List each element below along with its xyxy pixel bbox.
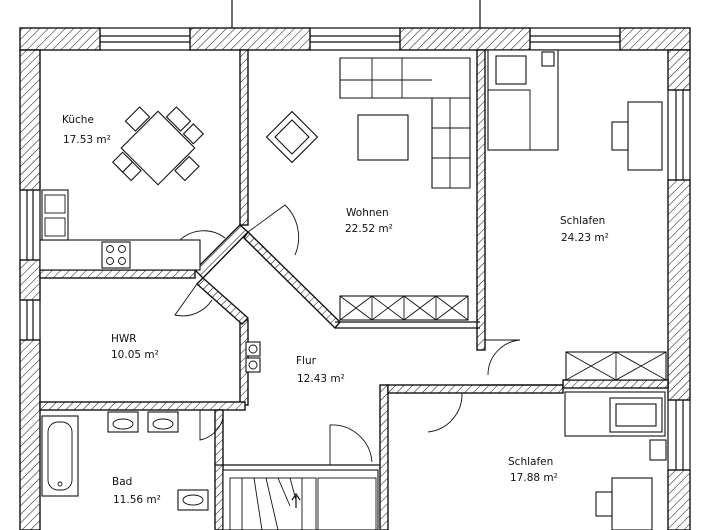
top-axis-lines — [231, 0, 481, 28]
doors — [174, 204, 521, 465]
room-name-wohnen: Wohnen — [346, 207, 389, 219]
schlafen1-furniture — [487, 49, 667, 381]
room-area-hwr: 10.05 m² — [111, 349, 159, 361]
room-name-flur: Flur — [296, 355, 317, 367]
interior-walls — [39, 49, 669, 530]
kueche-furniture — [39, 106, 205, 271]
staircase — [222, 469, 379, 530]
room-area-schlafen-2: 17.88 m² — [510, 472, 558, 484]
room-area-wohnen: 22.52 m² — [345, 223, 393, 235]
room-area-kueche: 17.53 m² — [63, 134, 111, 146]
room-name-hwr: HWR — [111, 333, 137, 345]
wohnen-furniture — [265, 57, 471, 321]
bad-furniture — [41, 411, 209, 511]
room-area-flur: 12.43 m² — [297, 373, 345, 385]
room-name-schlafen-1: Schlafen — [560, 215, 605, 227]
room-name-bad: Bad — [112, 476, 132, 488]
room-area-bad: 11.56 m² — [113, 494, 161, 506]
room-area-schlafen-1: 24.23 m² — [561, 232, 609, 244]
schlafen2-furniture — [564, 391, 667, 530]
room-name-schlafen-2: Schlafen — [508, 456, 553, 468]
room-labels: Küche 17.53 m² Wohnen 22.52 m² Schlafen … — [62, 114, 609, 506]
room-name-kueche: Küche — [62, 114, 94, 126]
outer-walls — [19, 27, 691, 530]
hwr-flur-details — [245, 341, 261, 373]
